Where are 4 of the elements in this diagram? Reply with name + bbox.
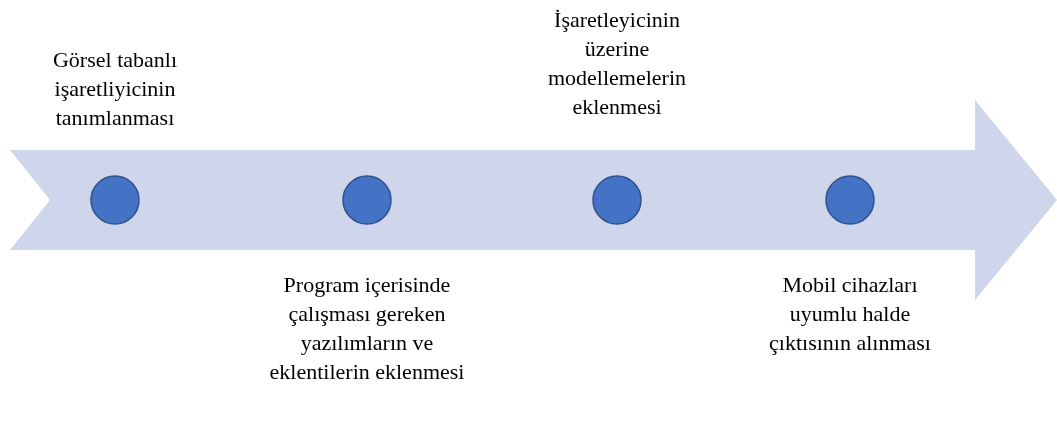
milestone-caption: Mobil cihazları uyumlu halde çıktısının alınması — [768, 271, 932, 357]
milestone-caption: İşaretleyicinin üzerine modellemelerin eklenmesi — [546, 6, 688, 121]
milestone-caption: Program içerisinde çalışması gereken yazılımların ve eklentilerin eklenmesi — [268, 271, 466, 386]
milestone-caption: Görsel tabanlı işaretliyicinin tanımlanması — [52, 46, 178, 132]
